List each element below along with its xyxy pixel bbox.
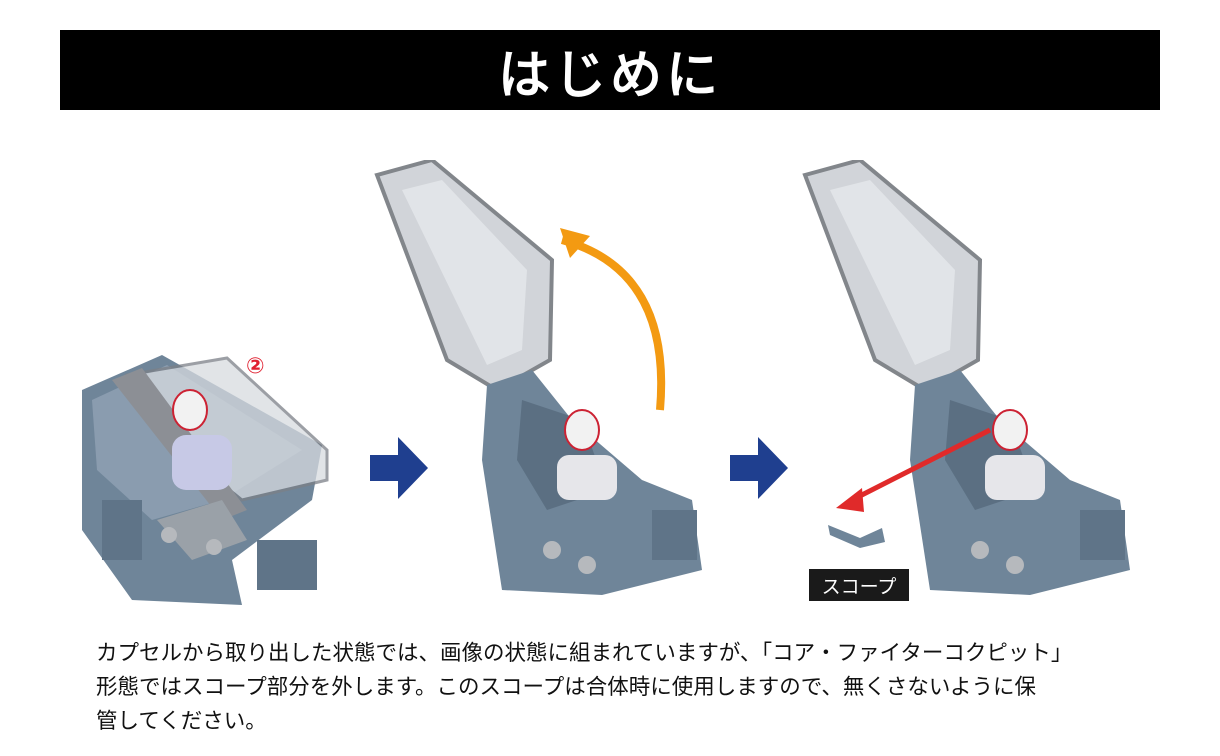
title-bar: はじめに	[60, 30, 1160, 110]
cockpit-open-photo	[372, 160, 722, 600]
description-line: 管してください。	[96, 709, 267, 734]
step-marker: ②	[246, 354, 265, 379]
description-line: カプセルから取り出した状態では、画像の状態に組まれていますが、「コア・ファイター…	[96, 641, 1073, 666]
cockpit-scope-removed-photo	[800, 160, 1160, 600]
page-title: はじめに	[497, 45, 722, 106]
cockpit-closed-photo	[72, 350, 342, 620]
step-arrow-icon	[370, 437, 428, 499]
step-arrow-icon	[730, 437, 788, 499]
scope-label: スコープ	[809, 569, 909, 601]
description-line: 形態ではスコープ部分を外します。このスコープは合体時に使用しますので、無くさない…	[96, 675, 1036, 700]
description: カプセルから取り出した状態では、画像の状態に組まれていますが、「コア・ファイター…	[96, 637, 1136, 739]
